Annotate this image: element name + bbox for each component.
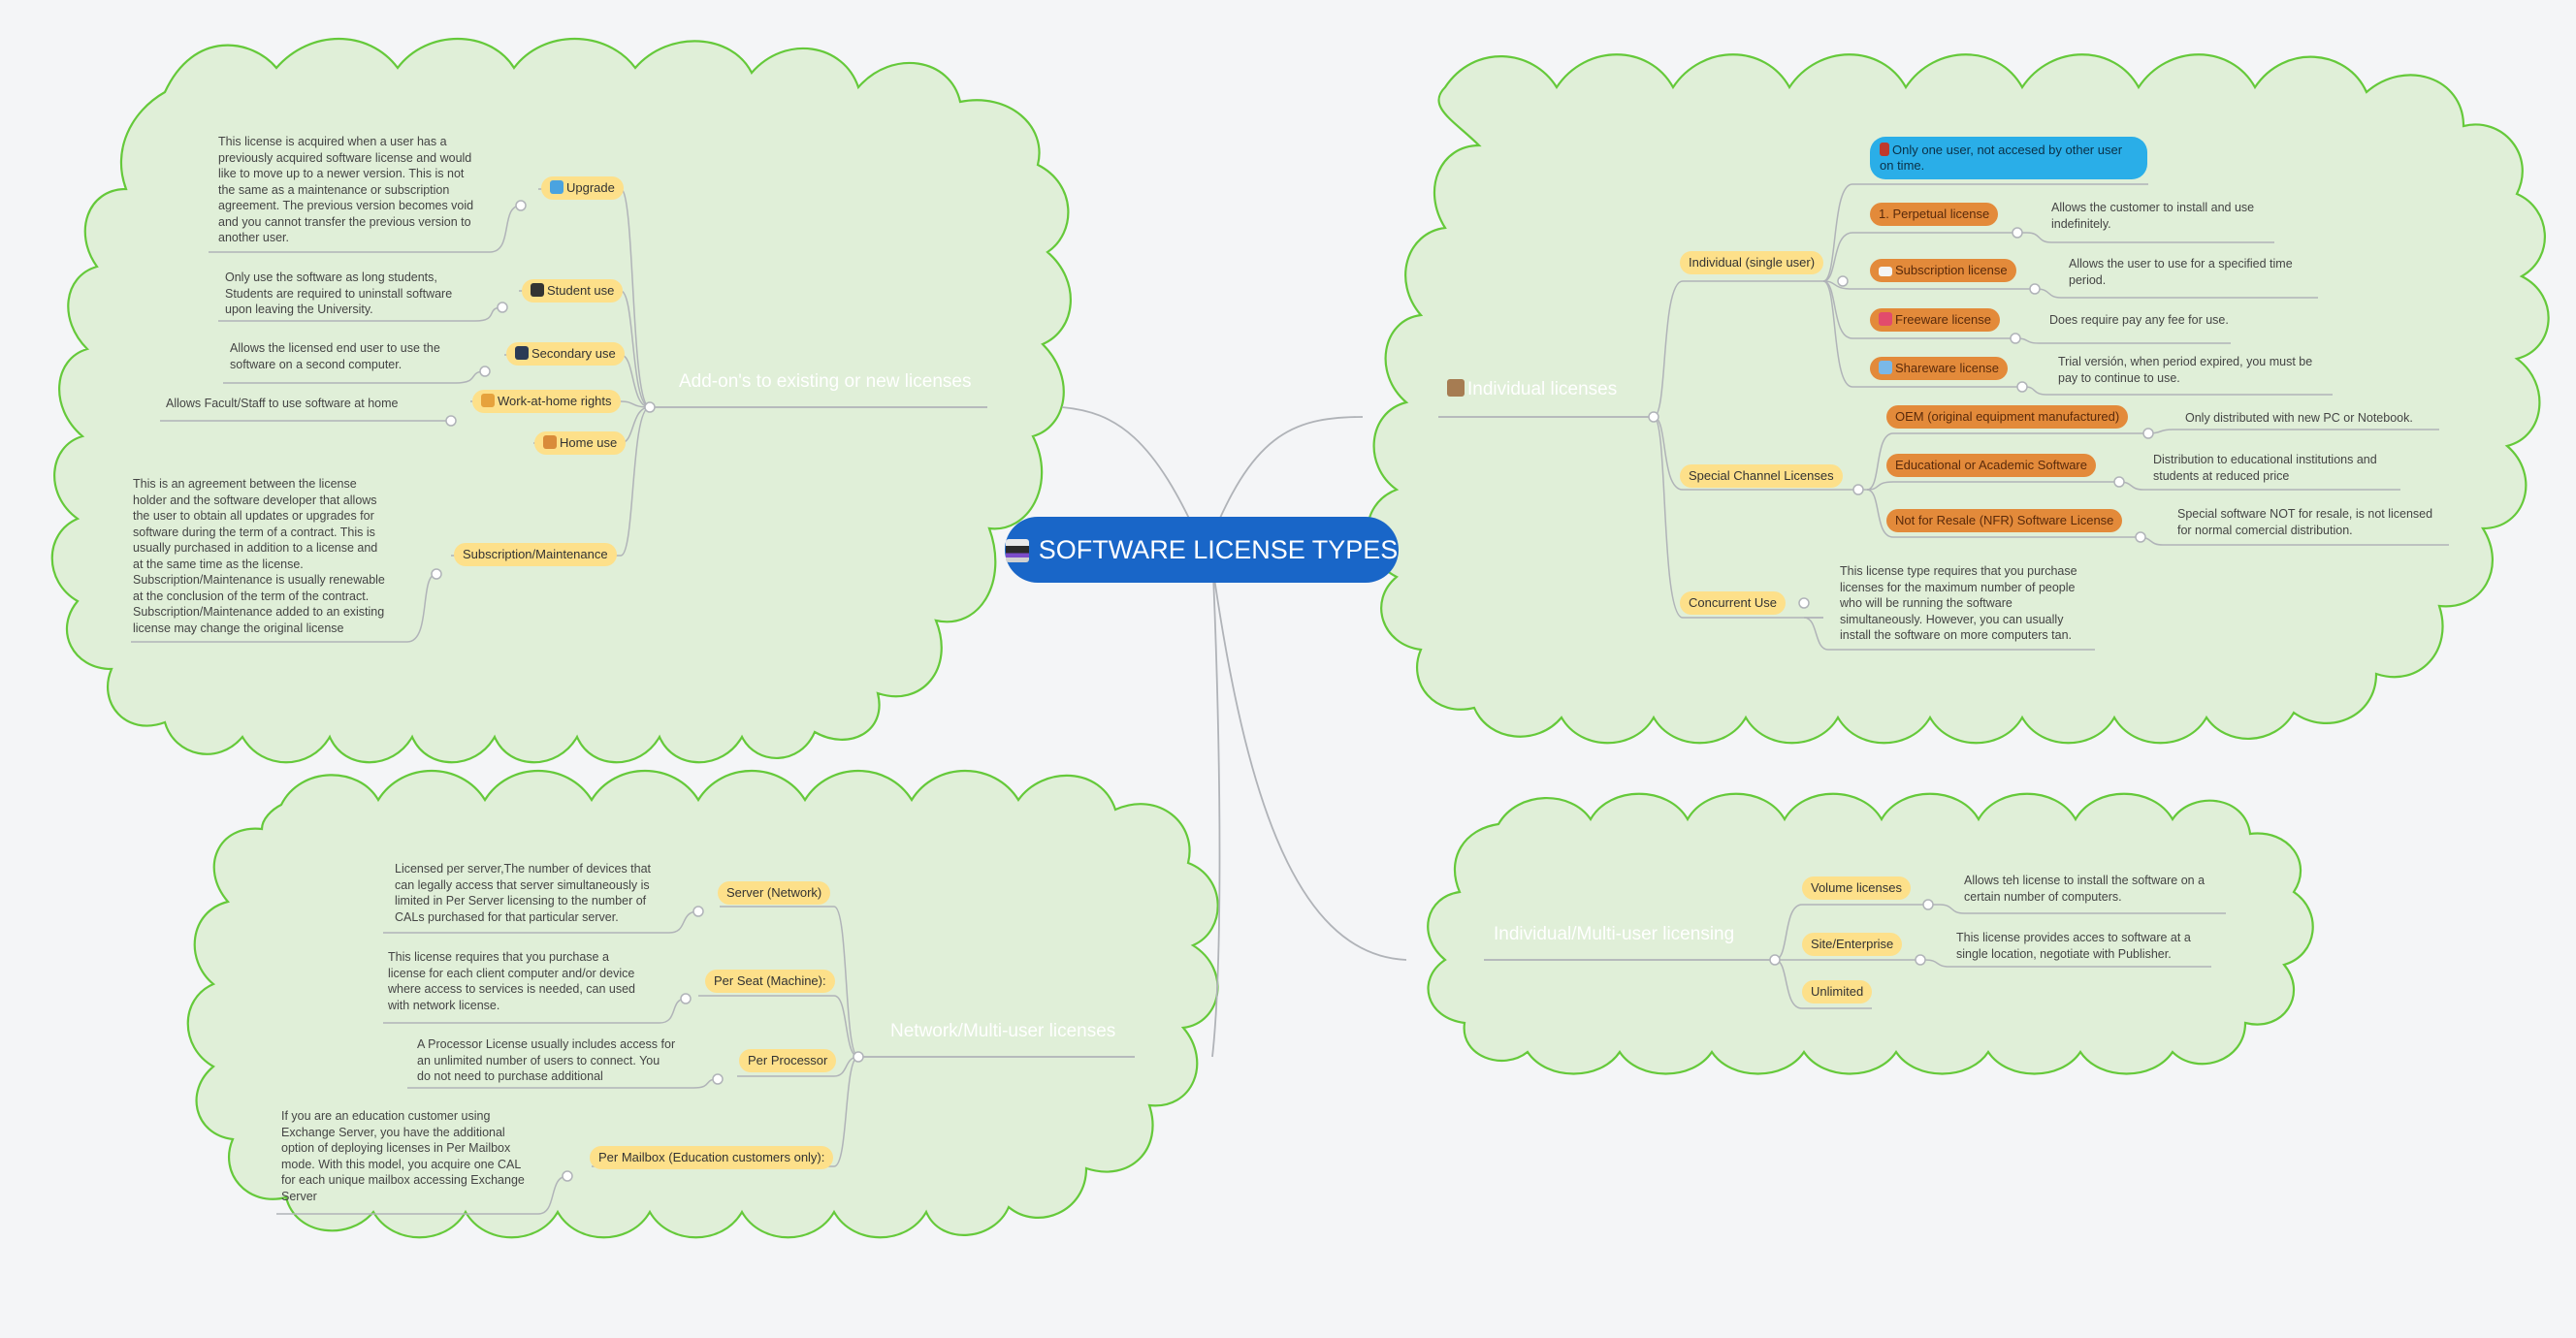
- topic-oem[interactable]: OEM (original equipment manufactured): [1886, 405, 2129, 429]
- topic-special-label: Special Channel Licenses: [1689, 468, 1834, 483]
- topic-secondary-label: Secondary use: [531, 346, 616, 361]
- topic-work-at-home[interactable]: Work-at-home rights: [472, 390, 621, 413]
- topic-concurrent-use[interactable]: Concurrent Use: [1680, 591, 1787, 615]
- cloud-individual: [1366, 53, 2550, 745]
- computer-icon: [1005, 539, 1029, 562]
- desktop-icon: [515, 346, 529, 360]
- topic-student-label: Student use: [547, 283, 615, 298]
- note-site: This license provides acces to software …: [1956, 931, 2191, 961]
- gift-icon: [1879, 312, 1892, 326]
- topic-processor-label: Per Processor: [748, 1053, 828, 1067]
- topic-volume-licenses[interactable]: Volume licenses: [1802, 876, 1911, 900]
- topic-subscription-maintenance[interactable]: Subscription/Maintenance: [454, 543, 617, 566]
- flag-icon: [1880, 143, 1889, 156]
- topic-single-label: Individual (single user): [1689, 255, 1816, 270]
- topic-unlimited-label: Unlimited: [1811, 984, 1864, 999]
- topic-educational[interactable]: Educational or Academic Software: [1886, 454, 2096, 477]
- note-perpetual: Allows the customer to install and use i…: [2051, 201, 2255, 231]
- topic-shareware[interactable]: Shareware license: [1870, 357, 2008, 380]
- note-concurrent: This license type requires that you purc…: [1840, 564, 2077, 642]
- note-processor: A Processor License usually includes acc…: [417, 1037, 676, 1083]
- topic-concurrent-label: Concurrent Use: [1689, 595, 1778, 610]
- note-volume: Allows teh license to install the softwa…: [1964, 874, 2206, 904]
- note-subscription: This is an agreement between the license…: [133, 477, 385, 635]
- note-oem: Only distributed with new PC or Notebook…: [2185, 411, 2413, 425]
- topic-site-enterprise[interactable]: Site/Enterprise: [1802, 933, 1903, 956]
- branch-individual[interactable]: Individual licenses: [1447, 379, 1617, 400]
- topic-per-processor[interactable]: Per Processor: [739, 1049, 837, 1072]
- topic-educational-label: Educational or Academic Software: [1895, 458, 2087, 472]
- topic-subscription-label: Subscription/Maintenance: [463, 547, 608, 561]
- topic-perpetual-label: 1. Perpetual license: [1879, 207, 1990, 221]
- topic-unlimited[interactable]: Unlimited: [1802, 980, 1873, 1004]
- topic-subscription-license-label: Subscription license: [1895, 263, 2008, 277]
- graduation-cap-icon: [531, 283, 544, 297]
- home-person-icon: [543, 435, 557, 449]
- topic-server-network[interactable]: Server (Network): [718, 881, 831, 905]
- branch-network-label: Network/Multi-user licenses: [890, 1021, 1116, 1041]
- branch-network[interactable]: Network/Multi-user licenses: [890, 1021, 1115, 1042]
- credit-card-icon: [1879, 267, 1892, 276]
- topic-freeware-label: Freeware license: [1895, 312, 1991, 327]
- topic-only-one-label: Only one user, not accesed by other user…: [1880, 143, 2123, 173]
- up-arrow-icon: [550, 180, 564, 194]
- topic-student-use[interactable]: Student use: [522, 279, 624, 303]
- topic-homeuse-label: Home use: [560, 435, 618, 450]
- topic-mailbox-label: Per Mailbox (Education customers only):: [598, 1150, 825, 1164]
- topic-special-channel[interactable]: Special Channel Licenses: [1680, 464, 1843, 488]
- topic-seat-label: Per Seat (Machine):: [714, 973, 826, 988]
- topic-nfr-label: Not for Resale (NFR) Software License: [1895, 513, 2114, 527]
- topic-server-label: Server (Network): [726, 885, 822, 900]
- topic-freeware[interactable]: Freeware license: [1870, 308, 2000, 332]
- topic-site-label: Site/Enterprise: [1811, 937, 1894, 951]
- connectors: [650, 406, 1775, 1058]
- topic-subscription-license[interactable]: Subscription license: [1870, 259, 2016, 282]
- branch-multi-label: Individual/Multi-user licensing: [1494, 924, 1735, 944]
- cloud-network: [186, 770, 1219, 1239]
- branch-individual-label: Individual licenses: [1467, 379, 1618, 399]
- topic-per-mailbox[interactable]: Per Mailbox (Education customers only):: [590, 1146, 834, 1169]
- root-title: SOFTWARE LICENSE TYPES: [1038, 535, 1399, 564]
- share-icon: [1879, 361, 1892, 374]
- topic-upgrade-label: Upgrade: [566, 180, 615, 195]
- topic-only-one-user[interactable]: Only one user, not accesed by other user…: [1870, 137, 2147, 179]
- note-educational: Distribution to educational institutions…: [2153, 453, 2377, 483]
- person-icon: [1447, 379, 1465, 397]
- topic-perpetual[interactable]: 1. Perpetual license: [1870, 203, 1999, 226]
- topic-upgrade[interactable]: Upgrade: [541, 176, 624, 200]
- branch-addons[interactable]: Add-on's to existing or new licenses: [679, 371, 971, 393]
- topic-shareware-label: Shareware license: [1895, 361, 1999, 375]
- note-mailbox: If you are an education customer using E…: [281, 1109, 525, 1203]
- junction-dots: [431, 200, 2154, 1182]
- branch-multi-user[interactable]: Individual/Multi-user licensing: [1494, 924, 1734, 945]
- topic-volume-label: Volume licenses: [1811, 880, 1902, 895]
- note-student: Only use the software as long students, …: [225, 271, 453, 316]
- topic-individual-single[interactable]: Individual (single user): [1680, 251, 1824, 274]
- topic-secondary-use[interactable]: Secondary use: [506, 342, 625, 366]
- note-workhome: Allows Facult/Staff to use software at h…: [166, 397, 399, 410]
- note-secondary: Allows the licensed end user to use the …: [230, 341, 440, 371]
- note-freeware: Does require pay any fee for use.: [2049, 313, 2229, 327]
- topic-workhome-label: Work-at-home rights: [498, 394, 612, 408]
- topic-oem-label: OEM (original equipment manufactured): [1895, 409, 2120, 424]
- note-upgrade: This license is acquired when a user has…: [218, 135, 474, 244]
- note-shareware: Trial versión, when period expired, you …: [2058, 355, 2313, 385]
- branch-addons-label: Add-on's to existing or new licenses: [679, 371, 972, 392]
- note-server: Licensed per server,The number of device…: [395, 862, 652, 924]
- topic-per-seat[interactable]: Per Seat (Machine):: [705, 970, 835, 993]
- topic-home-use[interactable]: Home use: [534, 431, 627, 455]
- note-seat: This license requires that you purchase …: [388, 950, 635, 1012]
- root-topic[interactable]: SOFTWARE LICENSE TYPES: [1005, 517, 1399, 583]
- note-subscription-license: Allows the user to use for a specified t…: [2069, 257, 2293, 287]
- house-worker-icon: [481, 394, 495, 407]
- note-nfr: Special software NOT for resale, is not …: [2177, 507, 2433, 537]
- topic-nfr[interactable]: Not for Resale (NFR) Software License: [1886, 509, 2123, 532]
